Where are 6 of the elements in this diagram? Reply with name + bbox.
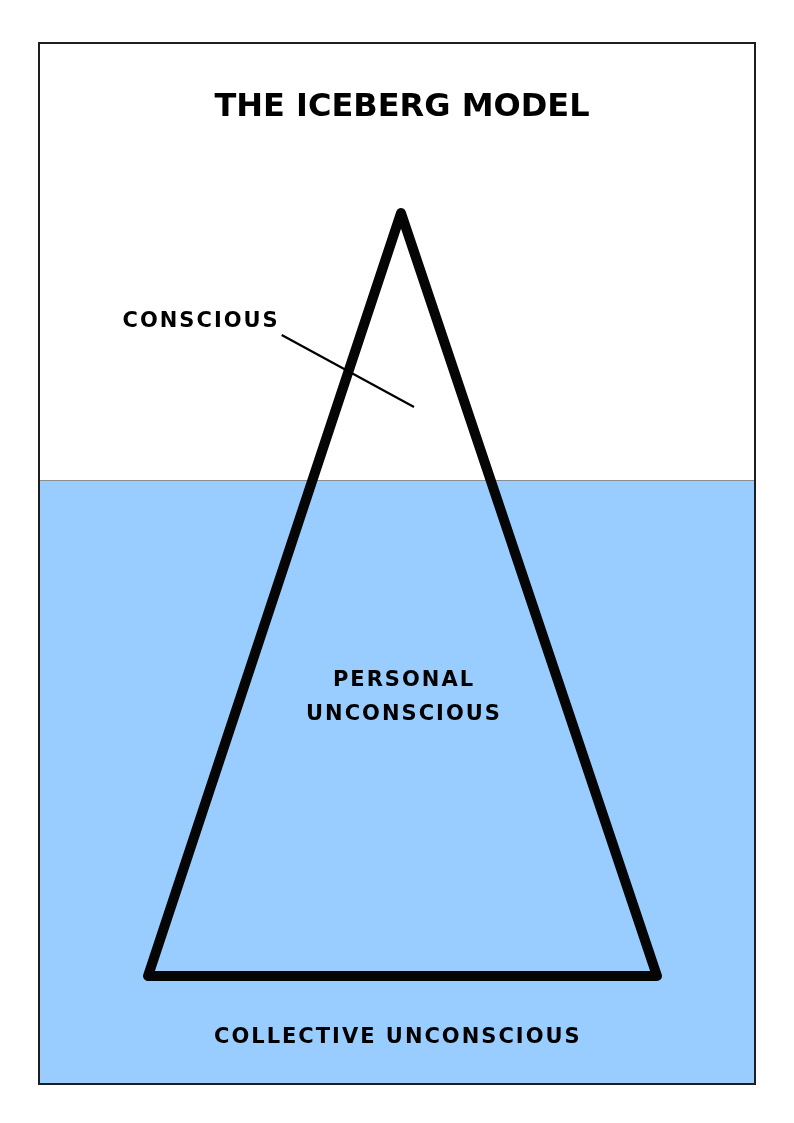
diagram-title: THE ICEBERG MODEL bbox=[214, 85, 590, 125]
callout-label: CONSCIOUS bbox=[122, 305, 280, 335]
region-label: PERSONAL UNCONSCIOUS bbox=[305, 666, 503, 727]
region-label: COLLECTIVE UNCONSCIOUS bbox=[214, 1023, 582, 1050]
water-band bbox=[40, 480, 754, 1083]
leader-line bbox=[281, 334, 415, 408]
